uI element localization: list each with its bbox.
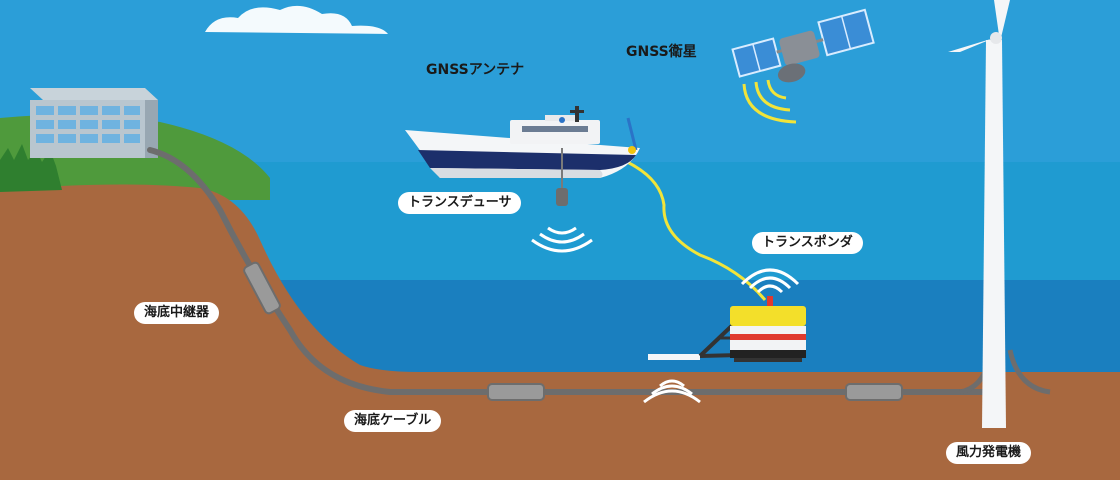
- submarine-cable-label: 海底ケーブル: [344, 410, 442, 432]
- wind-turbine-label: 風力発電機: [946, 442, 1032, 464]
- seabed: [0, 184, 1120, 480]
- transponder-device: [730, 296, 806, 362]
- wind-turbine-icon: [948, 0, 1010, 428]
- transponder-label: トランスポンダ: [752, 232, 863, 254]
- cloud: [205, 5, 388, 34]
- transducer-signal: [531, 226, 593, 253]
- cable-branch: [1007, 349, 1051, 395]
- seabed-repeater: [487, 383, 545, 401]
- satellite-signal: [742, 79, 797, 124]
- transducer-device: [556, 188, 568, 206]
- gnss-antenna-label: GNSSアンテナ: [426, 62, 525, 78]
- transponder-signal: [740, 268, 800, 294]
- seabed-repeater-label: 海底中継器: [134, 302, 220, 324]
- building-icon: [30, 88, 158, 158]
- satellite-icon: [731, 8, 875, 83]
- seabed-repeater: [243, 261, 281, 315]
- transducer-label: トランスデューサ: [398, 192, 522, 214]
- seabed-repeater: [845, 383, 903, 401]
- seabed-signal: [643, 379, 701, 404]
- signal-cable: [617, 156, 767, 301]
- ship-icon: [405, 106, 640, 178]
- gnss-satellite-label: GNSS衛星: [626, 44, 697, 60]
